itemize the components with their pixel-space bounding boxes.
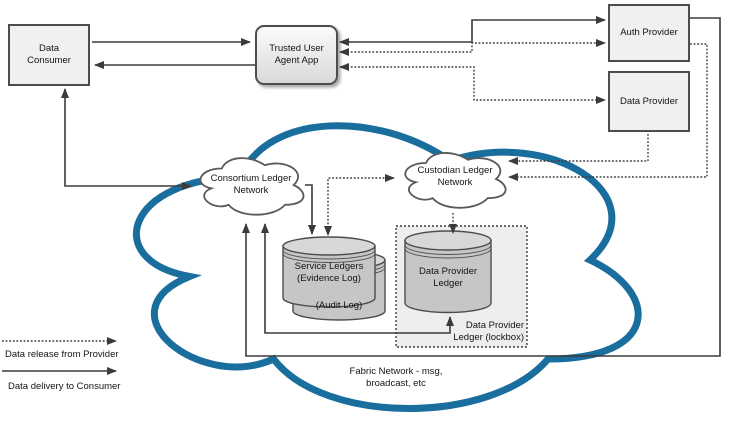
edge-consumer-consortium <box>61 88 192 190</box>
service-ledgers-label: Service Ledgers (Evidence Log) <box>294 261 364 284</box>
custodian-cloud-shape <box>404 152 507 209</box>
data-provider-ledger-label: Data Provider Ledger <box>418 266 478 289</box>
edge-consortium-dpledger <box>261 223 454 334</box>
lockbox-label: Data Provider Ledger (lockbox) <box>453 320 524 343</box>
consortium-cloud-label: Consortium Ledger Network <box>210 173 292 196</box>
edge-consortium-serviceledgers <box>305 184 316 235</box>
edge-auth-consortium-loop <box>242 17 721 357</box>
edge-agent-auth-dotted <box>339 39 606 56</box>
data-provider-node: Data Provider <box>608 71 690 132</box>
edge-agent-dataprovider-dotted <box>339 63 606 104</box>
auth-provider-node: Auth Provider <box>608 4 690 62</box>
data-consumer-node: Data Consumer <box>8 24 90 86</box>
edge-serviceledgers-custodian <box>324 174 395 236</box>
consortium-cloud-shape <box>199 157 305 216</box>
legend-delivery-label: Data delivery to Consumer <box>8 381 121 392</box>
legend-release-label: Data release from Provider <box>5 349 119 360</box>
edge-auth-custodian <box>508 43 708 181</box>
edge-agent-auth-solid <box>339 16 606 46</box>
edge-dataprovider-custodian <box>508 134 649 165</box>
fabric-network-note: Fabric Network - msg, broadcast, etc <box>349 366 443 389</box>
audit-log-label: (Audit Log) <box>315 300 363 311</box>
trusted-user-agent-node: Trusted User Agent App <box>255 25 338 85</box>
custodian-cloud-label: Custodian Ledger Network <box>417 165 493 188</box>
